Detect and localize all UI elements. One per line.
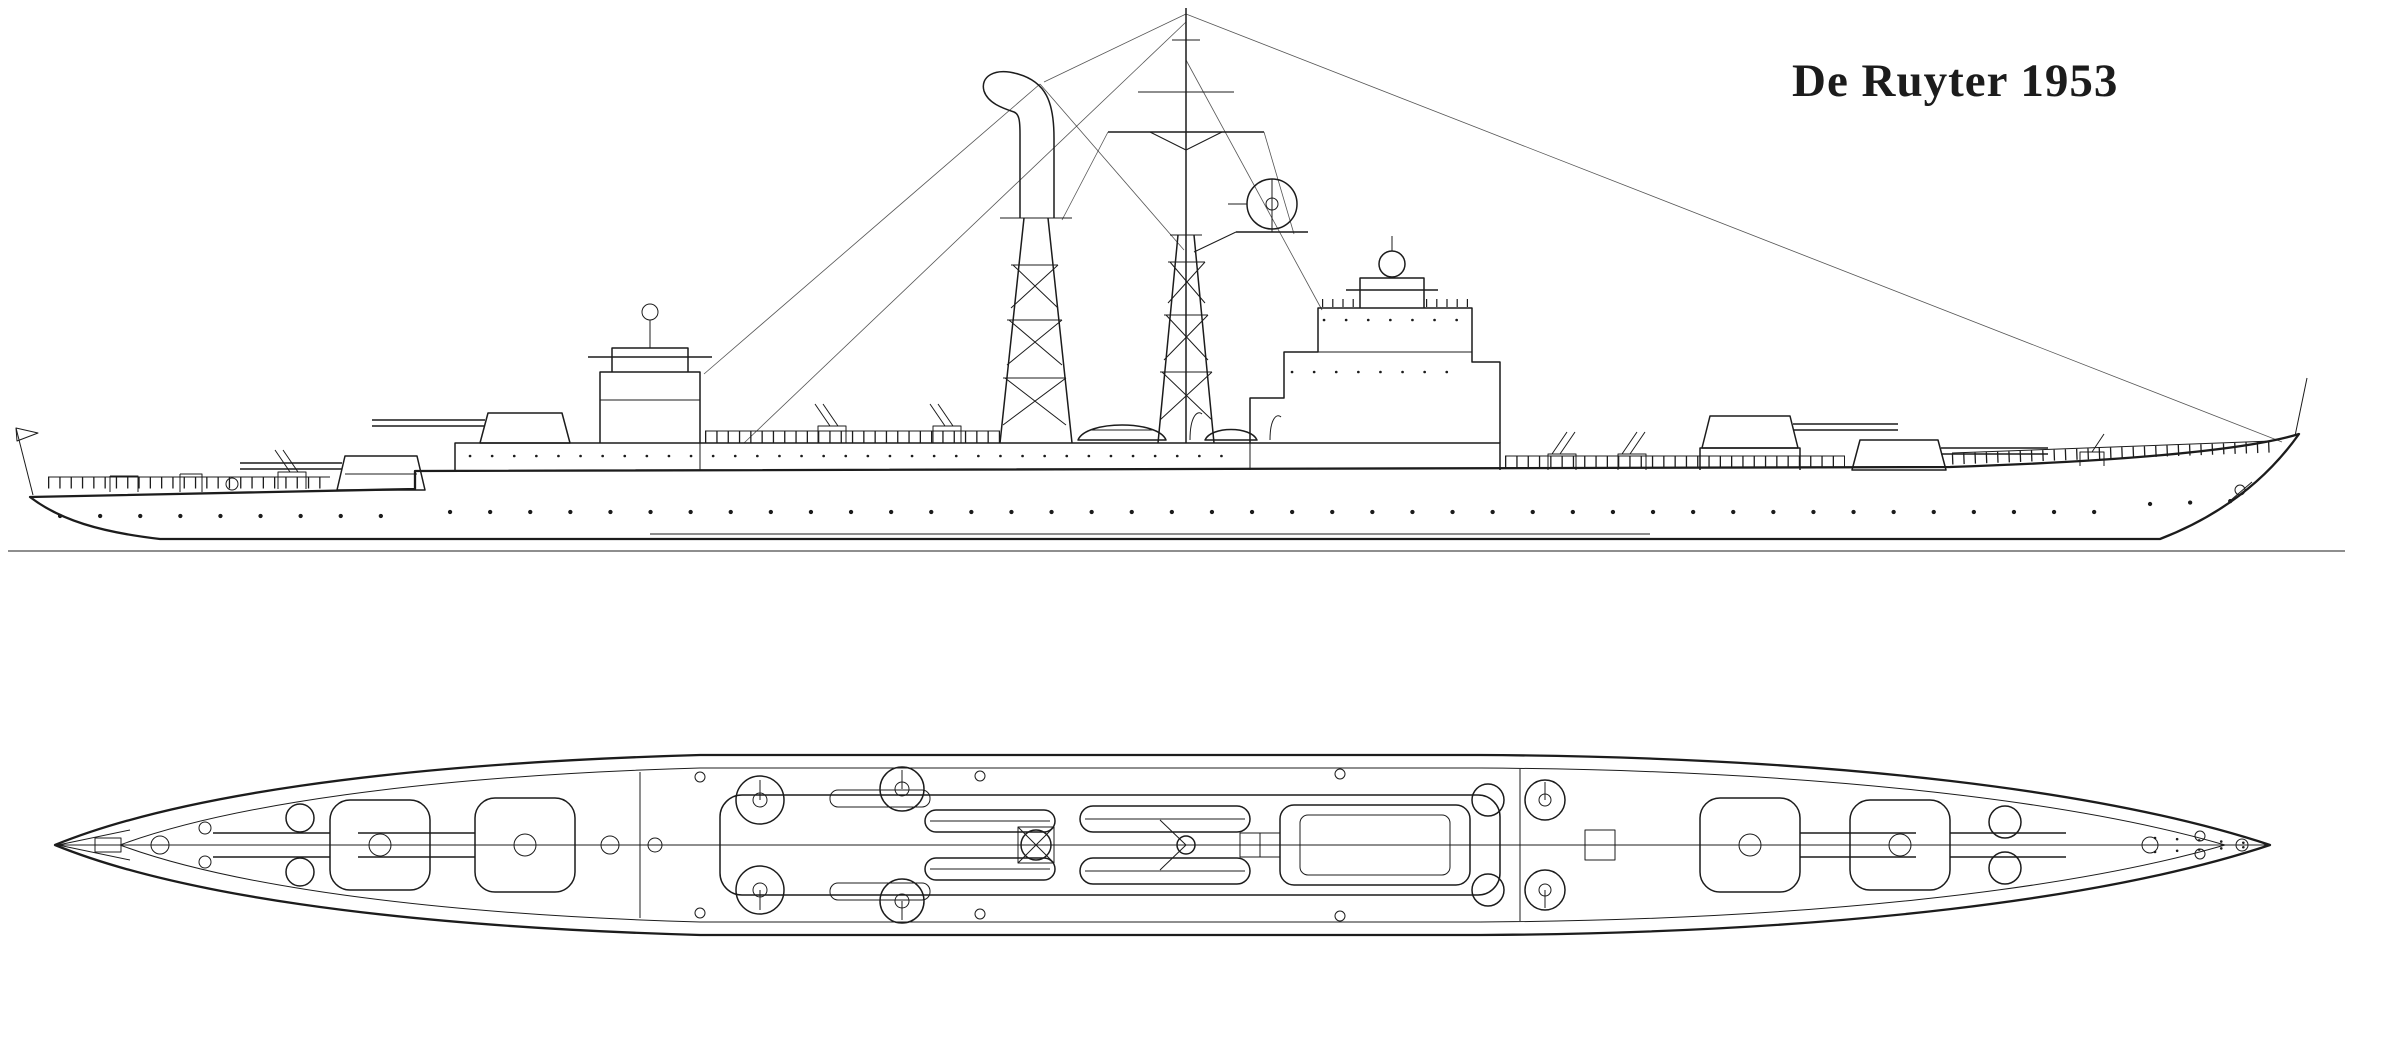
gun-tubs-plan xyxy=(285,766,2022,924)
fore-director-dish xyxy=(1378,250,1406,278)
side-profile-view xyxy=(8,8,2345,552)
turret-b-side xyxy=(1701,415,1799,449)
turret-a-plan xyxy=(1849,799,1951,891)
hull-plan xyxy=(53,753,2272,937)
hull-side xyxy=(8,377,2345,552)
turret-a-side xyxy=(1851,439,1947,471)
turret-b-plan xyxy=(1699,797,1801,893)
drawing-title: De Ruyter 1953 xyxy=(1792,55,2119,107)
radar-dish xyxy=(1193,178,1308,253)
funnel-cap xyxy=(982,70,1055,218)
aa-mounts-side xyxy=(274,403,2105,489)
fore-director xyxy=(1359,277,1425,308)
railings-side xyxy=(48,299,2273,489)
main-turrets-plan xyxy=(213,797,2066,893)
boats-plan xyxy=(829,789,1251,901)
turret-x-side xyxy=(479,412,571,444)
rigging xyxy=(703,13,2283,444)
turret-y-plan xyxy=(329,799,431,891)
bridge-side xyxy=(1249,307,1501,443)
foremast xyxy=(1108,8,1264,444)
turret-y-side xyxy=(336,455,426,491)
plan-view xyxy=(53,753,2272,937)
superstructure-side xyxy=(109,236,1501,492)
deck-fittings-plan xyxy=(94,768,2249,922)
mainmast-base-plan xyxy=(1017,826,1055,864)
aft-director-dish xyxy=(641,303,659,321)
mainmast-funnel xyxy=(982,70,1073,444)
funnel-plan xyxy=(1020,829,1052,861)
boats-side xyxy=(1077,412,1282,441)
turret-x-plan xyxy=(474,797,576,893)
main-turrets-side xyxy=(240,412,2048,491)
